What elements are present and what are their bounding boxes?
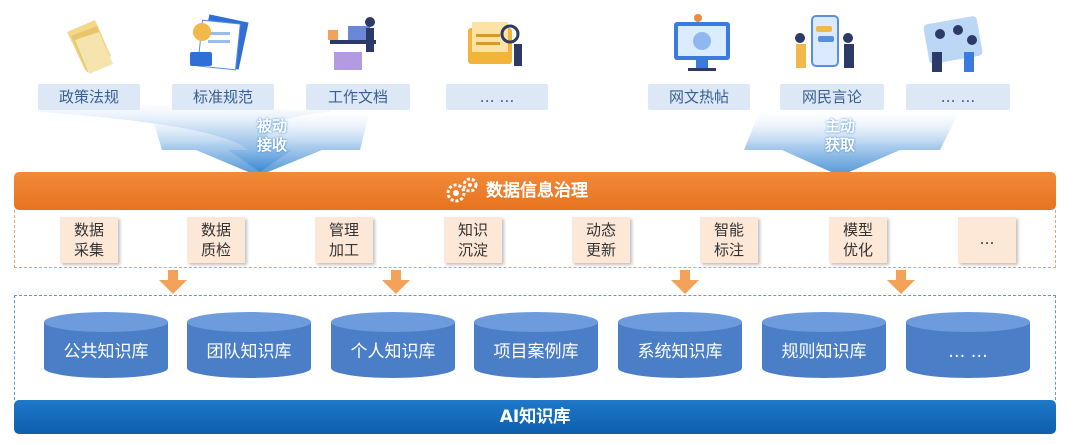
source-label-policy: 政策法规 — [38, 84, 140, 110]
document-stack-icon — [190, 14, 249, 71]
governance-title: 数据信息治理 — [486, 181, 588, 201]
active-arrow — [744, 110, 960, 176]
ai-library-bar: AI知识库 — [14, 400, 1056, 434]
source-label-work-docs: 工作文档 — [306, 84, 410, 110]
office-worker-icon — [328, 17, 376, 70]
library-label: 规则知识库 — [781, 342, 867, 362]
cylinder-system-library: 系统知识库 — [618, 312, 742, 378]
library-label: … … — [948, 342, 988, 362]
source-label-more-active: … … — [906, 84, 1010, 110]
source-label-hot-posts: 网文热帖 — [648, 84, 750, 110]
step-dynamic-update: 动态更新 — [572, 217, 630, 263]
cylinder-rules-library: 规则知识库 — [762, 312, 886, 378]
step-data-qc: 数据质检 — [187, 217, 245, 263]
step-knowledge-deposit: 知识沉淀 — [444, 217, 502, 263]
file-search-icon — [468, 22, 522, 66]
cylinder-public-library: 公共知识库 — [44, 312, 168, 378]
phone-chat-icon — [795, 15, 854, 68]
library-label: 团队知识库 — [206, 342, 292, 362]
cylinder-team-library: 团队知识库 — [187, 312, 311, 378]
cylinder-case-library: 项目案例库 — [474, 312, 598, 378]
source-label-standards: 标准规范 — [172, 84, 274, 110]
active-arrow-label: 主动获取 — [824, 117, 855, 154]
down-arrow-2 — [382, 270, 410, 294]
down-arrow-4 — [887, 270, 915, 294]
step-model-optimization: 模型优化 — [829, 217, 887, 263]
library-area — [14, 295, 1056, 400]
library-label: 项目案例库 — [493, 342, 579, 362]
governance-bar: 数据信息治理 — [14, 172, 1056, 210]
folders-icon — [67, 20, 113, 74]
network-users-icon — [923, 16, 983, 72]
library-label: 个人知识库 — [350, 342, 436, 362]
step-smart-labeling: 智能标注 — [700, 217, 758, 263]
library-label: 系统知识库 — [637, 342, 723, 362]
step-processing: 管理加工 — [315, 217, 373, 263]
governance-area — [14, 210, 1056, 268]
cylinder-personal-library: 个人知识库 — [331, 312, 455, 378]
monitor-icon — [674, 14, 730, 71]
cylinder-more-library: … … — [906, 312, 1030, 378]
source-label-netizen-comments: 网民言论 — [780, 84, 884, 110]
step-more: … — [958, 217, 1016, 263]
library-label: 公共知识库 — [63, 342, 149, 362]
down-arrows — [159, 270, 915, 294]
down-arrow-3 — [671, 270, 699, 294]
passive-arrow-label: 被动接收 — [256, 117, 287, 154]
step-data-collection: 数据采集 — [60, 217, 118, 263]
arrows-layer — [40, 100, 960, 176]
source-label-more-passive: … … — [446, 84, 548, 110]
down-arrow-1 — [159, 270, 187, 294]
gears-icon — [446, 177, 478, 203]
